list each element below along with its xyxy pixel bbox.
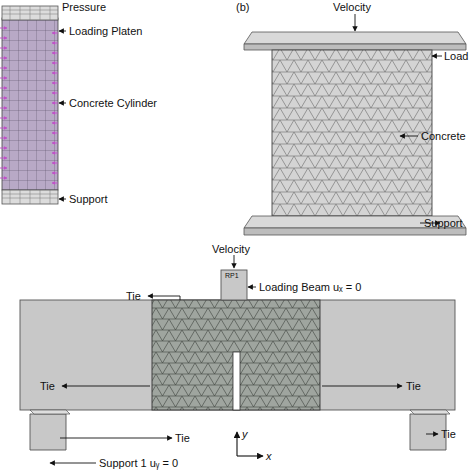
support-label: Support 1 uᵧ = 0 bbox=[99, 457, 178, 469]
part-label: Load bbox=[444, 50, 468, 62]
part-label: Concrete Cylinder bbox=[69, 97, 157, 109]
part-label: Loading Beam uₓ = 0 bbox=[259, 281, 361, 293]
tie-label: Tie bbox=[441, 428, 456, 440]
axis-arrows bbox=[237, 432, 263, 456]
tie-label: Tie bbox=[175, 432, 190, 444]
reference-point: RP1 bbox=[225, 272, 239, 280]
part-label: Support bbox=[424, 217, 463, 229]
tie-label: Tie bbox=[40, 380, 55, 392]
part-label: Loading Platen bbox=[69, 25, 142, 37]
load-label: Pressure bbox=[62, 1, 106, 13]
beam-model bbox=[20, 270, 455, 450]
leader-lines bbox=[59, 31, 66, 199]
prism-model bbox=[244, 32, 466, 235]
axis-label: x bbox=[266, 450, 272, 462]
part-label: Concrete bbox=[421, 130, 466, 142]
load-label: Velocity bbox=[212, 243, 250, 255]
cylinder-model bbox=[0, 6, 58, 204]
load-label: Velocity bbox=[333, 1, 371, 13]
axis-label: y bbox=[242, 428, 248, 440]
panel-label: (b) bbox=[236, 1, 249, 13]
leader-lines bbox=[355, 14, 442, 223]
tie-label: Tie bbox=[406, 380, 421, 392]
part-label: Support bbox=[69, 193, 108, 205]
leader-lines bbox=[50, 255, 438, 463]
tie-label: Tie bbox=[126, 290, 141, 302]
